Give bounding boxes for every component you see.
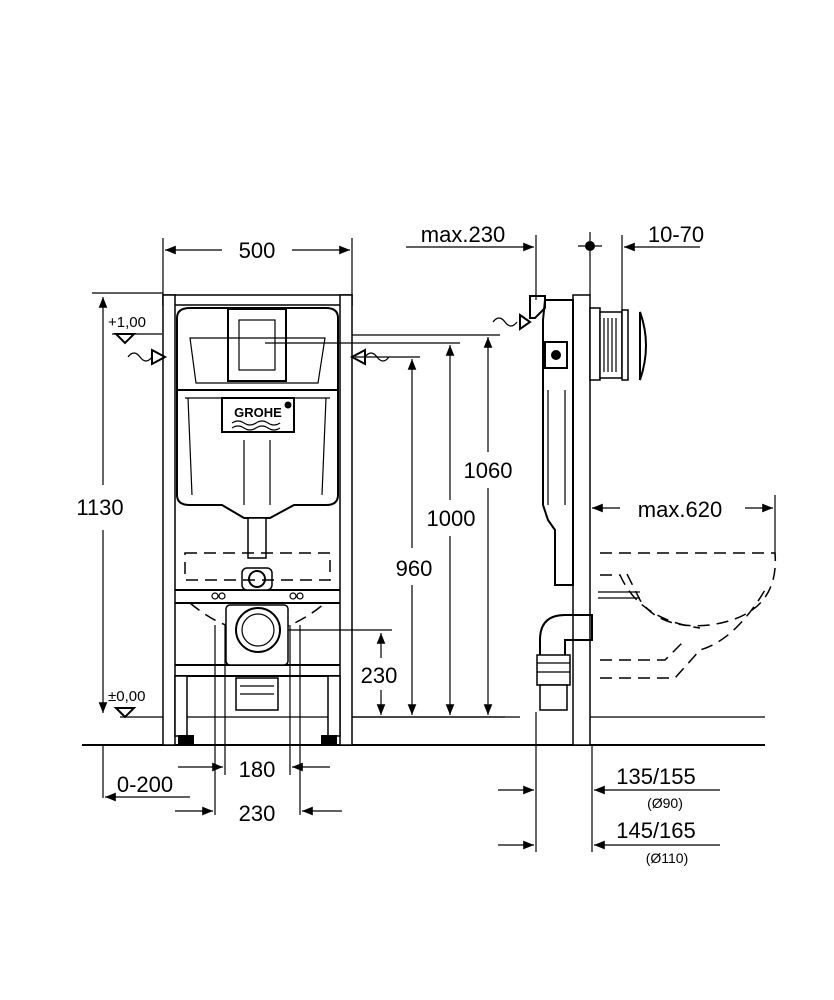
height-label: 1130 <box>76 495 123 520</box>
level-top-label: +1,00 <box>108 314 146 331</box>
plate-label: 10-70 <box>648 222 704 247</box>
width-label: 500 <box>239 238 276 263</box>
depth-label: max.230 <box>421 222 505 247</box>
pipe110-label: 145/165 <box>616 818 696 843</box>
frame-total-label: 1060 <box>464 458 513 483</box>
level-floor-label: ±0,00 <box>108 688 145 705</box>
outlet-height-label: 230 <box>361 663 398 688</box>
cistern: GROHE <box>176 307 339 591</box>
pipe110-sub: (Ø110) <box>646 850 689 866</box>
bowl-label: max.620 <box>638 497 722 522</box>
pipe90-sub: (Ø90) <box>647 795 683 811</box>
dimension-heights: 230 960 1000 1060 <box>265 334 513 718</box>
dimension-bottom: 0-200 180 230 <box>102 625 342 826</box>
side-bowl <box>598 552 777 679</box>
bolt-spacing-label: 230 <box>239 801 276 826</box>
adjust-label: 0-200 <box>117 772 173 797</box>
brand-logo-text: GROHE <box>234 405 282 420</box>
outlet-spacing-label: 180 <box>239 757 276 782</box>
pipe90-label: 135/155 <box>616 764 696 789</box>
inlet-height-label: 960 <box>396 556 433 581</box>
front-outlet <box>184 552 331 711</box>
side-frame <box>492 232 647 746</box>
dimension-height: 1130 <box>76 292 163 713</box>
level-marks: +1,00 ±0,00 <box>108 314 162 719</box>
water-inlet-left <box>127 348 168 366</box>
dimension-side: max.230 10-70 max.620 135/155 (Ø90) 145/… <box>406 222 776 866</box>
plate-height-label: 1000 <box>427 506 476 531</box>
dimension-width: 500 <box>162 238 353 295</box>
